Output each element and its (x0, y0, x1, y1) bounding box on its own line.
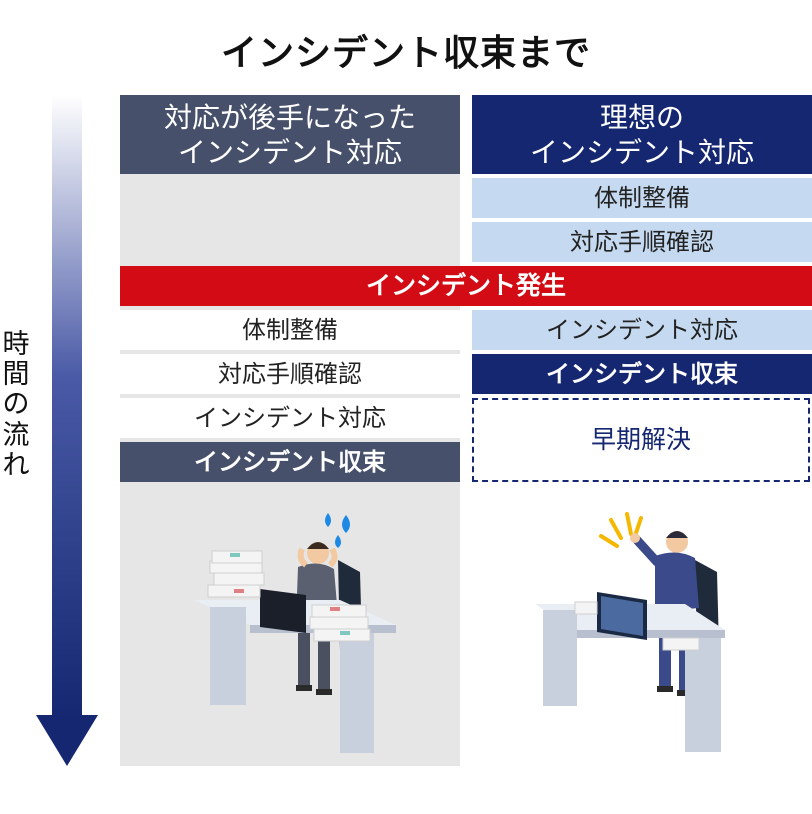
sweat-drops-icon (325, 513, 350, 548)
time-label-char: の (2, 389, 30, 421)
time-label-char: 流 (2, 419, 30, 451)
right-column-header: 理想の インシデント対応 (472, 95, 812, 174)
left-step-procedure-check: 対応手順確認 (120, 354, 460, 394)
time-label-char: 間 (2, 359, 30, 391)
left-header-line2: インシデント対応 (177, 135, 402, 169)
time-arrow-icon (36, 95, 98, 766)
happy-worker-illustration (535, 512, 725, 752)
early-resolution-box: 早期解決 (472, 398, 810, 482)
left-step-resolved: インシデント収束 (120, 442, 460, 482)
right-step-organization: 体制整備 (472, 178, 812, 218)
left-header-line1: 対応が後手になった (163, 100, 416, 134)
left-step-organization: 体制整備 (120, 310, 460, 350)
left-column-header: 対応が後手になった インシデント対応 (120, 95, 460, 174)
right-header-line2: インシデント対応 (529, 135, 754, 169)
right-header-line1: 理想の (599, 100, 684, 134)
time-label-char: 時 (2, 329, 30, 360)
time-label-char: れ (2, 449, 30, 481)
time-axis-label: 時 間 の 流 れ (0, 329, 32, 481)
right-step-resolved: インシデント収束 (472, 354, 812, 394)
incident-occurrence-band: インシデント発生 (120, 266, 812, 306)
stressed-worker-illustration (194, 513, 396, 753)
idea-spark-icon (599, 512, 643, 548)
page-title: インシデント収束まで (220, 33, 591, 74)
left-step-response: インシデント対応 (120, 398, 460, 438)
right-step-response: インシデント対応 (472, 310, 812, 350)
right-step-procedure-check: 対応手順確認 (472, 222, 812, 262)
